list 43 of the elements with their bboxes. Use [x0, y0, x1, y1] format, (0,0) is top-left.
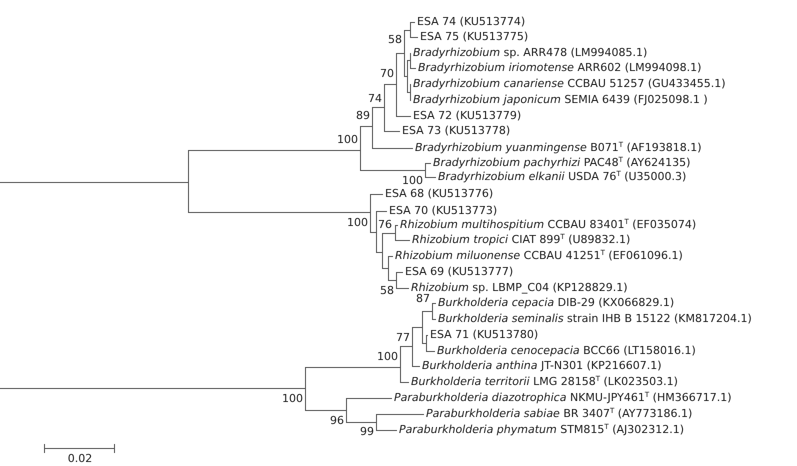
taxon-label: ESA 72 (KU513779)	[413, 110, 522, 122]
taxon-label: Bradyrhizobium iriomotense ARR602 (LM994098.1)	[418, 62, 702, 74]
taxon-label: ESA 73 (KU513778)	[402, 125, 510, 137]
bootstrap-value: 74	[368, 93, 382, 105]
bootstrap-value: 76	[378, 219, 392, 231]
taxon-label: Rhizobium tropici CIAT 899$^{T}$ (U89832.1)	[412, 234, 630, 246]
bootstrap-value: 100	[377, 351, 398, 363]
taxon-label: Bradyrhizobium japonicum SEMIA 6439 (FJ025098.1 )	[413, 94, 708, 106]
taxon-label: Bradyrhizobium elkanii USDA 76$^{T}$ (U35000.3)	[438, 171, 686, 183]
taxon-label: ESA 75 (KU513775)	[420, 31, 528, 43]
taxon-label: Burkholderia cepacia DIB-29 (KX066829.1)	[438, 297, 674, 309]
taxon-label: Bradyrhizobium yuanmingense B071$^{T}$ (AF193818.1)	[415, 142, 702, 154]
bootstrap-value: 89	[356, 110, 370, 122]
taxon-label: Bradyrhizobium sp. ARR478 (LM994085.1)	[413, 47, 648, 59]
taxon-label: Rhizobium multihospitium CCBAU 83401$^{T}$ (EF035074)	[400, 219, 696, 231]
taxon-label: Rhizobium miluonense CCBAU 41251$^{T}$ (EF061096.1)	[395, 250, 683, 262]
bootstrap-value: 99	[360, 426, 374, 438]
taxon-label: ESA 74 (KU513774)	[417, 16, 526, 28]
taxon-label: ESA 71 (KU513780)	[430, 329, 538, 341]
taxon-label: ESA 70 (KU513773)	[389, 205, 498, 217]
taxon-label: Burkholderia seminalis strain IHB B 15122 (KM817204.1)	[438, 313, 752, 325]
bootstrap-value: 100	[282, 393, 303, 405]
taxon-label: Burkholderia territorii LMG 28158$^{T}$ (LK023503.1)	[411, 376, 678, 388]
taxon-label: Burkholderia cenocepacia BCC66 (LT158016.1)	[437, 345, 696, 357]
taxon-label: Paraburkholderia phymatum STM815$^{T}$ (AJ302312.1)	[399, 424, 684, 436]
bootstrap-value: 100	[337, 134, 358, 146]
taxon-label: ESA 69 (KU513777)	[405, 266, 514, 278]
bootstrap-value: 87	[416, 293, 430, 305]
scale-value: 0.02	[68, 453, 92, 465]
taxon-label: Paraburkholderia diazotrophica NKMU-JPY461$^{T}$ (HM366717.1)	[394, 392, 732, 404]
bootstrap-value: 100	[402, 175, 423, 187]
taxon-label: Burkholderia anthina JT-N301 (KP216607.1)	[422, 360, 662, 372]
taxon-label: Bradyrhizobium canariense CCBAU 51257 (GU433455.1)	[413, 78, 726, 90]
taxon-label: Paraburkholderia sabiae BR 3407$^{T}$ (AY773186.1)	[426, 408, 692, 420]
bootstrap-value: 58	[380, 285, 394, 297]
bootstrap-value: 70	[380, 68, 394, 80]
taxon-label: ESA 68 (KU513776)	[385, 188, 494, 200]
bootstrap-value: 77	[396, 332, 410, 344]
bootstrap-value: 58	[388, 34, 402, 46]
bootstrap-value: 96	[330, 415, 344, 427]
taxon-label: Bradyrhizobium pachyrhizi PAC48$^{T}$ (AY624135)	[433, 157, 690, 169]
taxon-label: Rhizobium sp. LBMP_C04 (KP128829.1)	[411, 282, 628, 294]
bootstrap-value: 100	[347, 217, 368, 229]
